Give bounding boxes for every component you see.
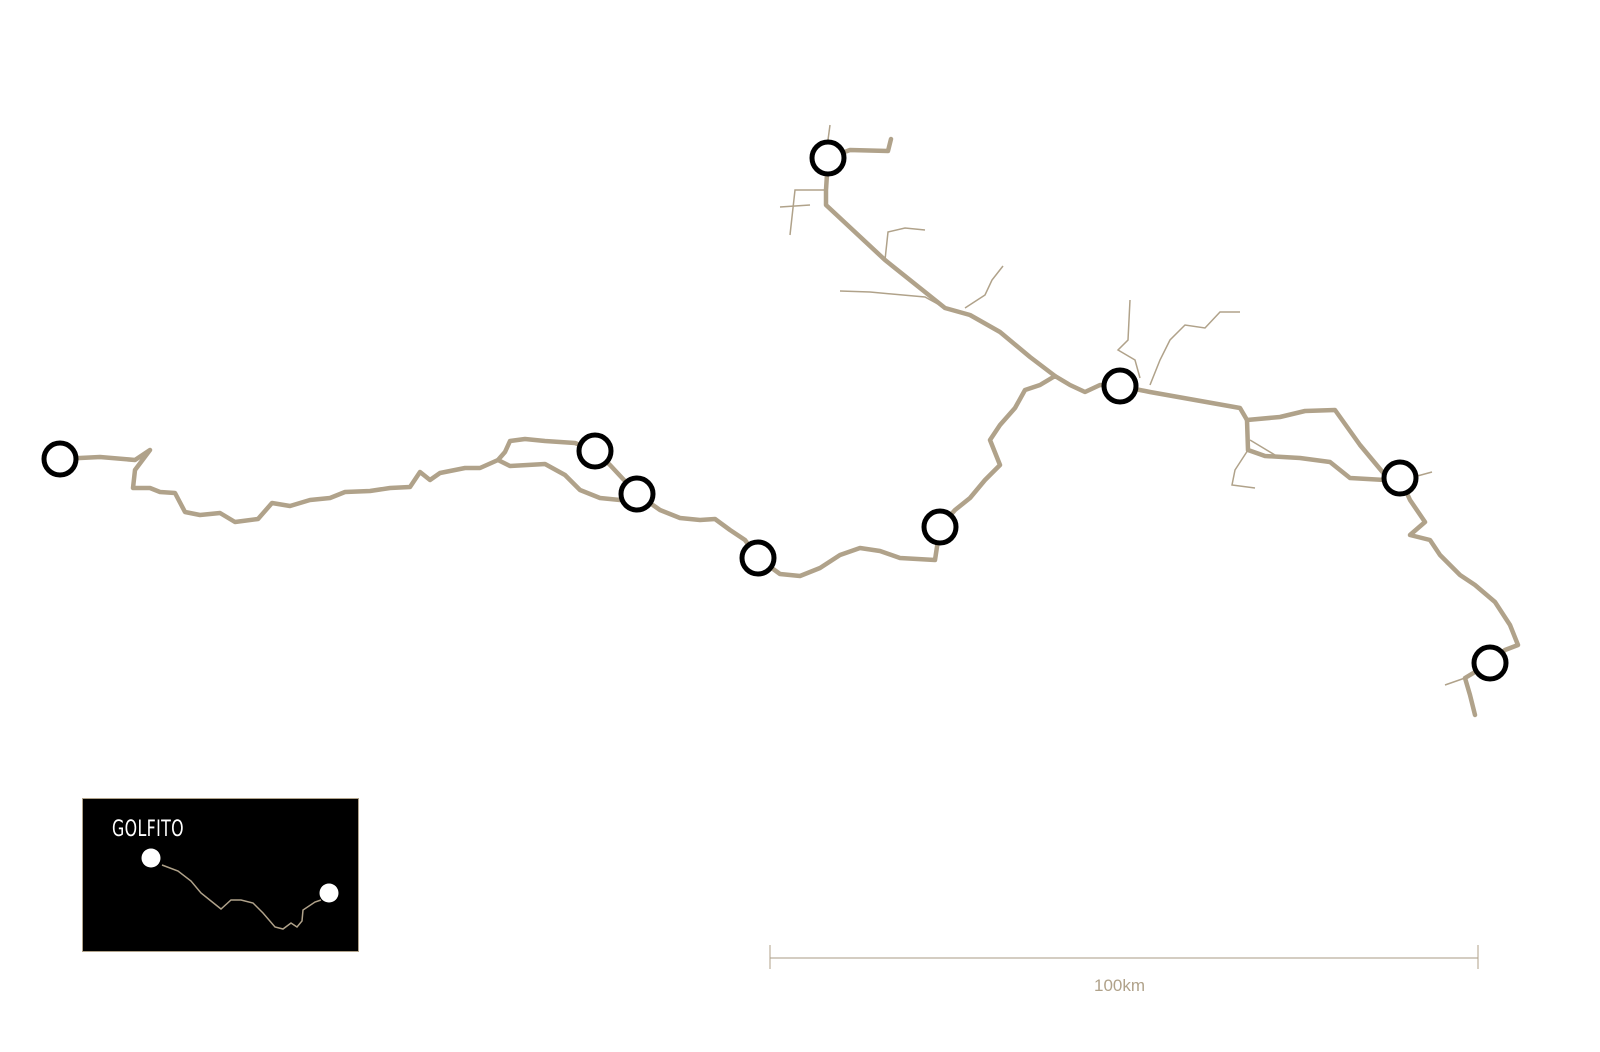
inset-start-dot <box>141 848 161 868</box>
stop-marker[interactable] <box>618 475 656 513</box>
side-road <box>964 265 1004 309</box>
stop-marker[interactable] <box>576 432 614 470</box>
side-roads <box>779 124 1466 686</box>
stop-marker[interactable] <box>921 508 959 546</box>
side-road <box>1444 677 1466 686</box>
stop-marker[interactable] <box>739 539 777 577</box>
main-route <box>57 136 1521 718</box>
side-road <box>827 124 831 141</box>
scale-label: 100km <box>1094 976 1146 995</box>
side-road <box>884 227 926 261</box>
stops <box>41 139 1509 682</box>
route-segment-loop <box>495 457 640 503</box>
route-segment-east <box>1117 383 1403 481</box>
side-road <box>1231 449 1256 489</box>
route-segment-north <box>823 136 1058 379</box>
side-road <box>1116 299 1141 379</box>
inset-title: GOLFITO <box>112 817 185 842</box>
stop-marker[interactable] <box>1381 459 1419 497</box>
scale-bar <box>769 945 1479 969</box>
inset-route <box>141 848 339 930</box>
inset-route-line <box>161 864 322 930</box>
stop-marker[interactable] <box>1471 644 1509 682</box>
inset-end-dot <box>319 883 339 903</box>
route-segment-west <box>57 436 598 525</box>
stop-marker[interactable] <box>809 139 847 177</box>
side-road <box>779 204 811 208</box>
side-road <box>1249 439 1276 456</box>
stop-marker[interactable] <box>1101 367 1139 405</box>
route-segment-central <box>592 373 1123 579</box>
side-road <box>789 189 826 236</box>
route-segment-east-alt <box>1244 417 1388 483</box>
stop-marker[interactable] <box>41 440 79 478</box>
inset-map: GOLFITO <box>82 798 359 952</box>
side-road <box>1149 311 1240 386</box>
